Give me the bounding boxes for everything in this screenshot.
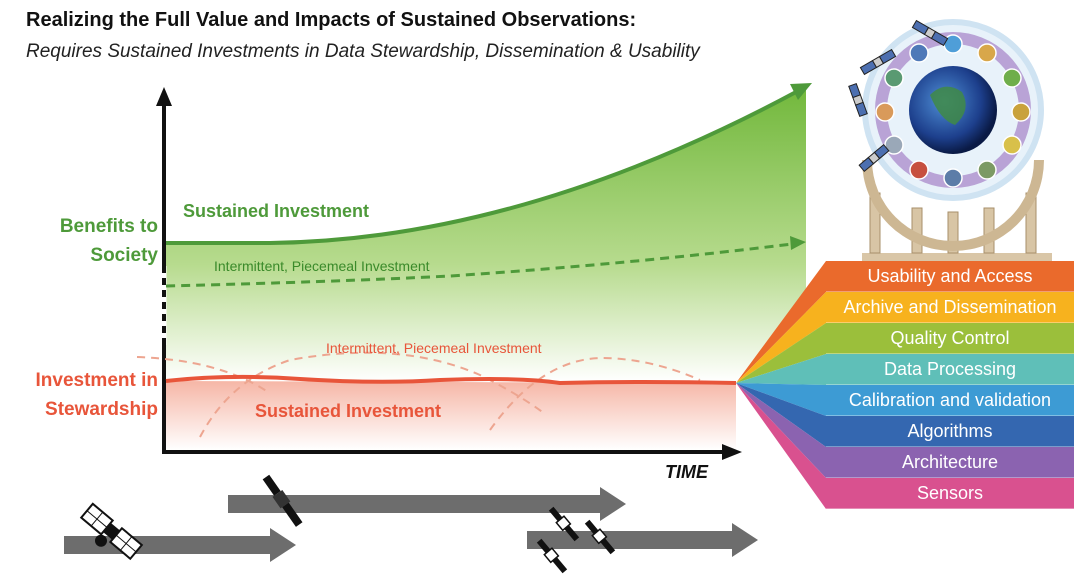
layer-sensors: Sensors <box>826 478 1074 509</box>
satellite-icon-right-a <box>548 506 580 542</box>
benefit-intermittent-label: Intermittent, Piecemeal Investment <box>214 258 430 274</box>
layer-quality-control: Quality Control <box>826 323 1074 354</box>
x-axis-label: TIME <box>665 462 709 482</box>
layer-archive-dissemination: Archive and Dissemination <box>826 292 1074 323</box>
layer-algorithms: Algorithms <box>826 416 1074 447</box>
stewardship-label-line-1: Investment in <box>35 370 158 391</box>
satellite-icon-right-c <box>536 538 568 574</box>
steward-intermittent-curve-b <box>199 351 546 438</box>
steward-intermittent-curve-c <box>489 356 701 431</box>
stewardship-layers-stack: Usability and Access Archive and Dissemi… <box>826 261 1074 509</box>
earth-temple-icon <box>848 19 1052 261</box>
steward-intermittent-curve-a <box>136 356 269 393</box>
investment-in-stewardship-label: Investment in Stewardship <box>36 366 158 424</box>
benefits-to-society-label: Benefits to Society <box>60 212 158 270</box>
benefit-intermittent-curve <box>165 242 793 288</box>
steward-sustained-label: Sustained Investment <box>255 401 441 421</box>
benefit-sustained-arrowhead <box>790 83 812 100</box>
timeline-arrows <box>64 487 758 562</box>
diagram-subtitle: Requires Sustained Investments in Data S… <box>26 41 700 62</box>
satellite-icon-right-b <box>584 519 616 555</box>
fan-rays <box>736 261 826 509</box>
diagram-title: Realizing the Full Value and Impacts of … <box>26 9 637 31</box>
layer-usability-access: Usability and Access <box>826 261 1074 292</box>
layer-architecture: Architecture <box>826 447 1074 478</box>
layer-calibration-validation: Calibration and validation <box>826 385 1074 416</box>
layer-data-processing: Data Processing <box>826 354 1074 385</box>
benefit-sustained-curve <box>166 90 797 245</box>
stewardship-area <box>166 381 736 450</box>
x-axis-arrow <box>722 444 742 460</box>
steward-sustained-curve <box>165 374 737 386</box>
stewardship-label-line-2: Stewardship <box>45 399 158 420</box>
satellite-icon-middle <box>262 474 303 527</box>
benefits-label-line-2: Society <box>90 245 158 266</box>
benefit-area <box>166 88 806 382</box>
benefit-intermittent-arrowhead <box>790 236 806 250</box>
benefits-label-line-1: Benefits to <box>59 216 158 237</box>
benefit-sustained-label: Sustained Investment <box>183 201 369 221</box>
steward-intermittent-label: Intermittent, Piecemeal Investment <box>326 340 542 356</box>
y-axis-arrow <box>156 87 172 106</box>
satellite-icon-large <box>79 502 144 561</box>
